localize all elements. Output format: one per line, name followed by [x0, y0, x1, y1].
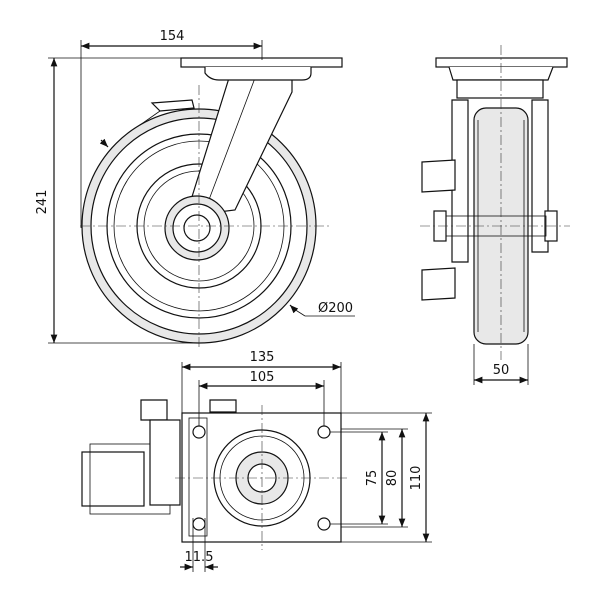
dim-135-label: 135 — [250, 350, 275, 365]
end-bearing-block — [456, 79, 544, 99]
top-plate — [180, 57, 343, 68]
dim-80-label: 80 — [385, 470, 400, 487]
dim-154-label: 154 — [160, 29, 185, 44]
plan-view: 135 105 75 80 110 11.5 — [81, 350, 432, 572]
brake-lever — [139, 110, 161, 126]
plan-wheel — [81, 451, 145, 507]
axle-bolt — [183, 214, 211, 242]
hole-top-left — [192, 425, 206, 439]
fork-leg-right — [531, 99, 549, 253]
side-view: 154 241 Ø200 — [35, 29, 355, 350]
hole-bottom-right — [317, 517, 331, 531]
plan-brake-body — [149, 419, 181, 506]
dim-75-label: 75 — [365, 470, 380, 487]
dim-11-5-label: 11.5 — [185, 550, 214, 565]
hole-top-right — [317, 425, 331, 439]
plan-brake-top — [140, 399, 168, 421]
dim-diameter-label: Ø200 — [318, 301, 353, 316]
dia-arrow-top — [99, 138, 109, 148]
end-view: 50 — [420, 45, 570, 385]
dia-arrow-bottom — [289, 304, 299, 314]
dia-leader — [293, 308, 306, 317]
dim-241-label: 241 — [35, 190, 50, 215]
dim-110-label: 110 — [409, 466, 424, 491]
dim-105-label: 105 — [250, 370, 275, 385]
plan-plate-edge — [188, 417, 208, 537]
fork-leg-left — [451, 99, 469, 263]
end-top-plate — [435, 57, 568, 68]
brake-pedal — [150, 99, 195, 112]
plan-brake-top-right — [209, 399, 237, 413]
end-brake-upper — [421, 159, 456, 193]
hole-bottom-left — [192, 517, 206, 531]
swivel-bearing — [204, 67, 312, 81]
dim-50-label: 50 — [493, 363, 510, 378]
end-brake-lower — [421, 267, 456, 301]
